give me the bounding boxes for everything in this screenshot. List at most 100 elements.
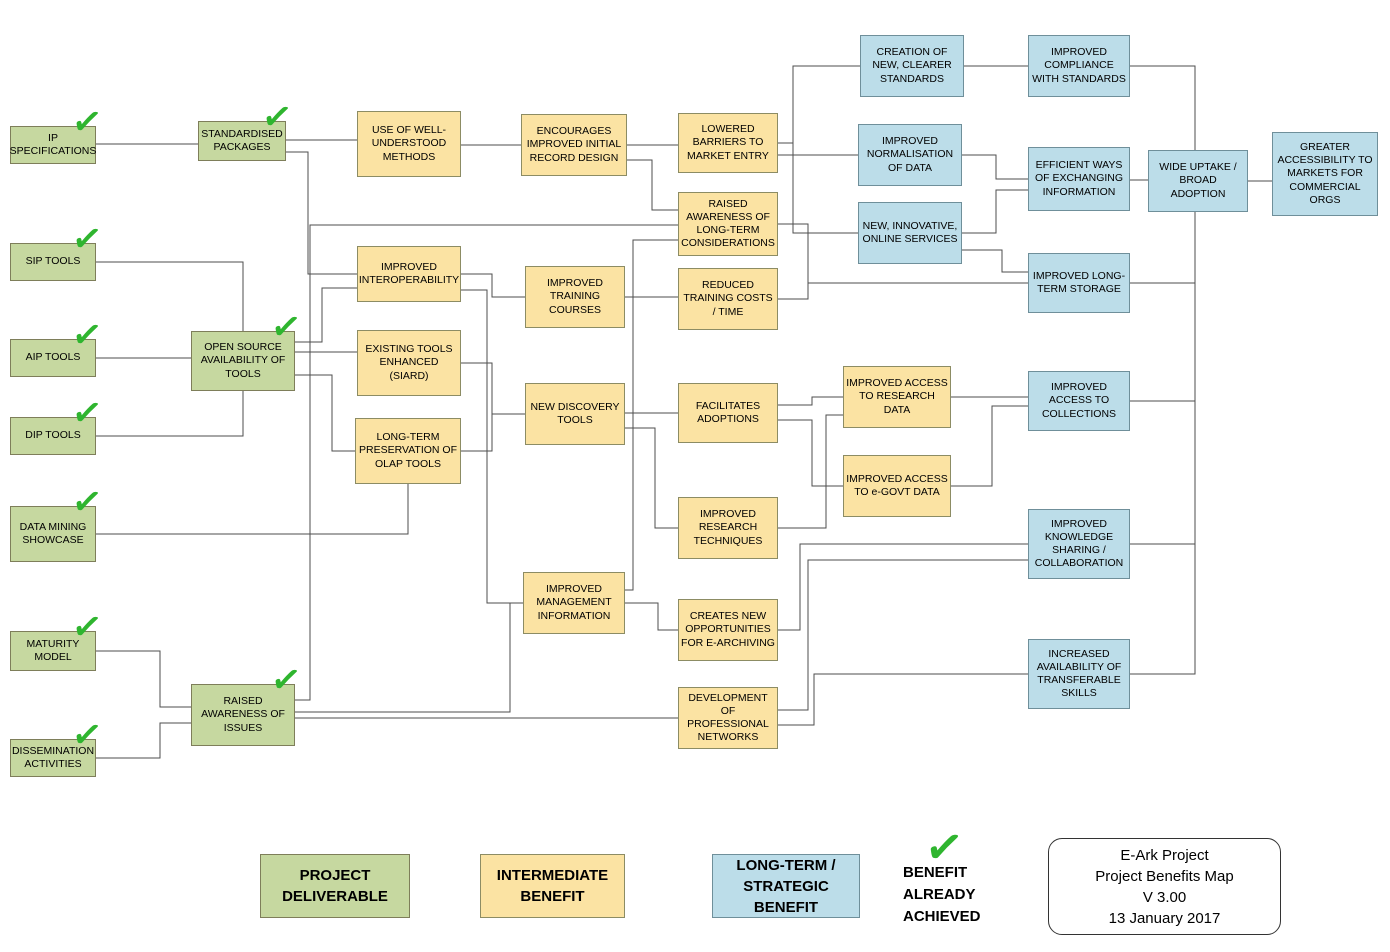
node-label-improved-access-collections: IMPROVED ACCESS TO COLLECTIONS — [1041, 381, 1117, 420]
edge-reduced-training-costs--improved-long-term-storage — [778, 283, 809, 300]
node-improved-access-collections: IMPROVED ACCESS TO COLLECTIONS — [1028, 371, 1130, 431]
node-dissemination-activities: DISSEMINATION ACTIVITIES — [10, 739, 96, 777]
node-improved-compliance: IMPROVED COMPLIANCE WITH STANDARDS — [1028, 35, 1130, 97]
edge-maturity-model--raised-awareness-issues — [96, 650, 191, 708]
node-label-ip-specifications: IP SPECIFICATIONS — [9, 131, 97, 157]
edge-improved-access-egovt--improved-access-collections — [951, 405, 1028, 487]
node-new-innovative-services: NEW, INNOVATIVE, ONLINE SERVICES — [858, 202, 962, 264]
edge-encourages-improved-record-design--raised-awareness-longterm — [627, 159, 678, 211]
legend-project-deliverable-label: PROJECT DELIVERABLE — [282, 867, 388, 905]
node-label-improved-knowledge-sharing: IMPROVED KNOWLEDGE SHARING / COLLABORATI… — [1034, 517, 1124, 570]
node-raised-awareness-longterm: RAISED AWARENESS OF LONG-TERM CONSIDERAT… — [678, 192, 778, 256]
edge-improved-management-information--raised-awareness-longterm — [625, 239, 678, 591]
legend-achieved-line: BENEFIT — [903, 864, 968, 881]
edge-dip-tools--open-source-availability — [96, 391, 244, 437]
node-new-discovery-tools: NEW DISCOVERY TOOLS — [525, 383, 625, 445]
node-label-improved-research-techniques: IMPROVED RESEARCH TECHNIQUES — [693, 508, 763, 547]
node-improved-knowledge-sharing: IMPROVED KNOWLEDGE SHARING / COLLABORATI… — [1028, 509, 1130, 579]
node-label-dip-tools: DIP TOOLS — [25, 429, 81, 442]
node-label-improved-compliance: IMPROVED COMPLIANCE WITH STANDARDS — [1032, 46, 1126, 85]
node-label-data-mining-showcase: DATA MINING SHOWCASE — [19, 520, 87, 546]
legend-strategic-benefit: LONG-TERM / STRATEGIC BENEFIT — [712, 854, 860, 918]
node-label-existing-tools-enhanced: EXISTING TOOLS ENHANCED (SIARD) — [365, 343, 453, 382]
node-raised-awareness-issues: RAISED AWARENESS OF ISSUES — [191, 684, 295, 746]
node-label-increased-transferable-skills: INCREASED AVAILABILITY OF TRANSFERABLE S… — [1036, 647, 1122, 700]
legend-intermediate-benefit: INTERMEDIATE BENEFIT — [480, 854, 625, 918]
edge-raised-awareness-issues--improved-management-information — [295, 602, 523, 713]
edge-lowered-barriers--new-innovative-services — [778, 142, 858, 234]
node-improved-access-research: IMPROVED ACCESS TO RESEARCH DATA — [843, 366, 951, 428]
node-label-encourages-improved-record-design: ENCOURAGES IMPROVED INITIAL RECORD DESIG… — [526, 125, 622, 164]
legend-benefit-achieved: ✓ BENEFIT ALREADY ACHIEVED — [893, 819, 1013, 938]
edge-development-professional-networks--increased-transferable-skills — [778, 673, 1028, 726]
node-label-new-discovery-tools: NEW DISCOVERY TOOLS — [530, 400, 620, 426]
node-label-improved-normalisation: IMPROVED NORMALISATION OF DATA — [866, 135, 954, 174]
edge-new-discovery-tools--improved-research-techniques — [625, 427, 678, 529]
node-development-professional-networks: DEVELOPMENT OF PROFESSIONAL NETWORKS — [678, 687, 778, 749]
node-label-improved-long-term-storage: IMPROVED LONG-TERM STORAGE — [1032, 269, 1126, 295]
node-efficient-exchanging: EFFICIENT WAYS OF EXCHANGING INFORMATION — [1028, 147, 1130, 211]
node-improved-interoperability: IMPROVED INTEROPERABILITY — [357, 246, 461, 302]
node-improved-management-information: IMPROVED MANAGEMENT INFORMATION — [523, 572, 625, 634]
edge-creates-new-opportunities--improved-knowledge-sharing — [778, 543, 1028, 631]
node-label-creates-new-opportunities: CREATES NEW OPPORTUNITIES FOR E-ARCHIVIN… — [681, 610, 775, 649]
edge-facilitates-adoptions--improved-access-research — [778, 396, 843, 406]
edge-lowered-barriers--creation-new-standards — [778, 65, 860, 144]
node-improved-normalisation: IMPROVED NORMALISATION OF DATA — [858, 124, 962, 186]
legend-strategic-benefit-label: LONG-TERM / STRATEGIC BENEFIT — [736, 856, 836, 916]
node-label-maturity-model: MATURITY MODEL — [26, 637, 80, 663]
edge-raised-awareness-longterm--improved-long-term-storage — [778, 223, 1028, 284]
edge-new-innovative-services--efficient-exchanging — [962, 189, 1028, 234]
node-label-greater-accessibility: GREATER ACCESSIBILITY TO MARKETS FOR COM… — [1277, 141, 1373, 206]
edge-improved-management-information--creates-new-opportunities — [625, 602, 678, 631]
edge-improved-access-collections--wide-uptake — [1130, 212, 1196, 402]
node-label-wide-uptake: WIDE UPTAKE / BROAD ADOPTION — [1159, 161, 1237, 200]
node-label-improved-access-research: IMPROVED ACCESS TO RESEARCH DATA — [846, 377, 948, 416]
node-dip-tools: DIP TOOLS — [10, 417, 96, 455]
node-aip-tools: AIP TOOLS — [10, 339, 96, 377]
legend-benefit-achieved-text: BENEFIT ALREADY ACHIEVED — [903, 862, 981, 927]
info-line-title: Project Benefits Map — [1095, 867, 1234, 885]
node-improved-long-term-storage: IMPROVED LONG-TERM STORAGE — [1028, 253, 1130, 313]
node-creates-new-opportunities: CREATES NEW OPPORTUNITIES FOR E-ARCHIVIN… — [678, 599, 778, 661]
node-label-efficient-exchanging: EFFICIENT WAYS OF EXCHANGING INFORMATION — [1034, 159, 1124, 198]
node-label-improved-training-courses: IMPROVED TRAINING COURSES — [546, 277, 603, 316]
node-open-source-availability: OPEN SOURCE AVAILABILITY OF TOOLS — [191, 331, 295, 391]
node-label-use-well-understood-methods: USE OF WELL-UNDERSTOOD METHODS — [371, 124, 447, 163]
node-improved-training-courses: IMPROVED TRAINING COURSES — [525, 266, 625, 328]
edge-long-term-preservation-olap--new-discovery-tools — [461, 414, 493, 452]
node-wide-uptake: WIDE UPTAKE / BROAD ADOPTION — [1148, 150, 1248, 212]
node-standardised-packages: STANDARDISED PACKAGES — [198, 121, 286, 161]
node-increased-transferable-skills: INCREASED AVAILABILITY OF TRANSFERABLE S… — [1028, 639, 1130, 709]
node-label-long-term-preservation-olap: LONG-TERM PRESERVATION OF OLAP TOOLS — [358, 431, 458, 470]
edge-dissemination-activities--raised-awareness-issues — [96, 722, 191, 759]
edge-improved-knowledge-sharing--wide-uptake — [1130, 401, 1196, 545]
edge-improved-research-techniques--improved-access-research — [778, 414, 843, 529]
info-line-project: E-Ark Project — [1120, 846, 1209, 864]
info-line-date: 13 January 2017 — [1108, 909, 1221, 927]
node-label-facilitates-adoptions: FACILITATES ADOPTIONS — [695, 399, 761, 425]
info-line-version: V 3.00 — [1142, 888, 1187, 906]
edge-improved-interoperability--improved-management-information — [461, 289, 523, 604]
edge-raised-awareness-issues--raised-awareness-longterm — [295, 224, 678, 701]
node-ip-specifications: IP SPECIFICATIONS — [10, 126, 96, 164]
node-label-improved-interoperability: IMPROVED INTEROPERABILITY — [358, 260, 460, 286]
edge-development-professional-networks--improved-knowledge-sharing — [778, 559, 1028, 711]
legend-achieved-line: ACHIEVED — [903, 907, 981, 925]
edge-improved-long-term-storage--wide-uptake — [1130, 212, 1196, 284]
edge-new-innovative-services--improved-long-term-storage — [962, 249, 1028, 273]
node-lowered-barriers: LOWERED BARRIERS TO MARKET ENTRY — [678, 113, 778, 173]
project-info-box: E-Ark Project Project Benefits Map V 3.0… — [1048, 838, 1281, 935]
edge-increased-transferable-skills--wide-uptake — [1130, 544, 1196, 675]
legend-project-deliverable: PROJECT DELIVERABLE — [260, 854, 410, 918]
node-label-open-source-availability: OPEN SOURCE AVAILABILITY OF TOOLS — [200, 341, 286, 380]
edge-improved-compliance--wide-uptake — [1130, 65, 1196, 150]
legend-achieved-line: ALREADY — [903, 885, 976, 903]
legend-intermediate-benefit-label: INTERMEDIATE BENEFIT — [496, 867, 609, 905]
node-facilitates-adoptions: FACILITATES ADOPTIONS — [678, 383, 778, 443]
edge-improved-normalisation--efficient-exchanging — [962, 154, 1028, 180]
node-label-sip-tools: SIP TOOLS — [25, 255, 81, 268]
node-greater-accessibility: GREATER ACCESSIBILITY TO MARKETS FOR COM… — [1272, 132, 1378, 216]
node-label-reduced-training-costs: REDUCED TRAINING COSTS / TIME — [683, 279, 773, 318]
